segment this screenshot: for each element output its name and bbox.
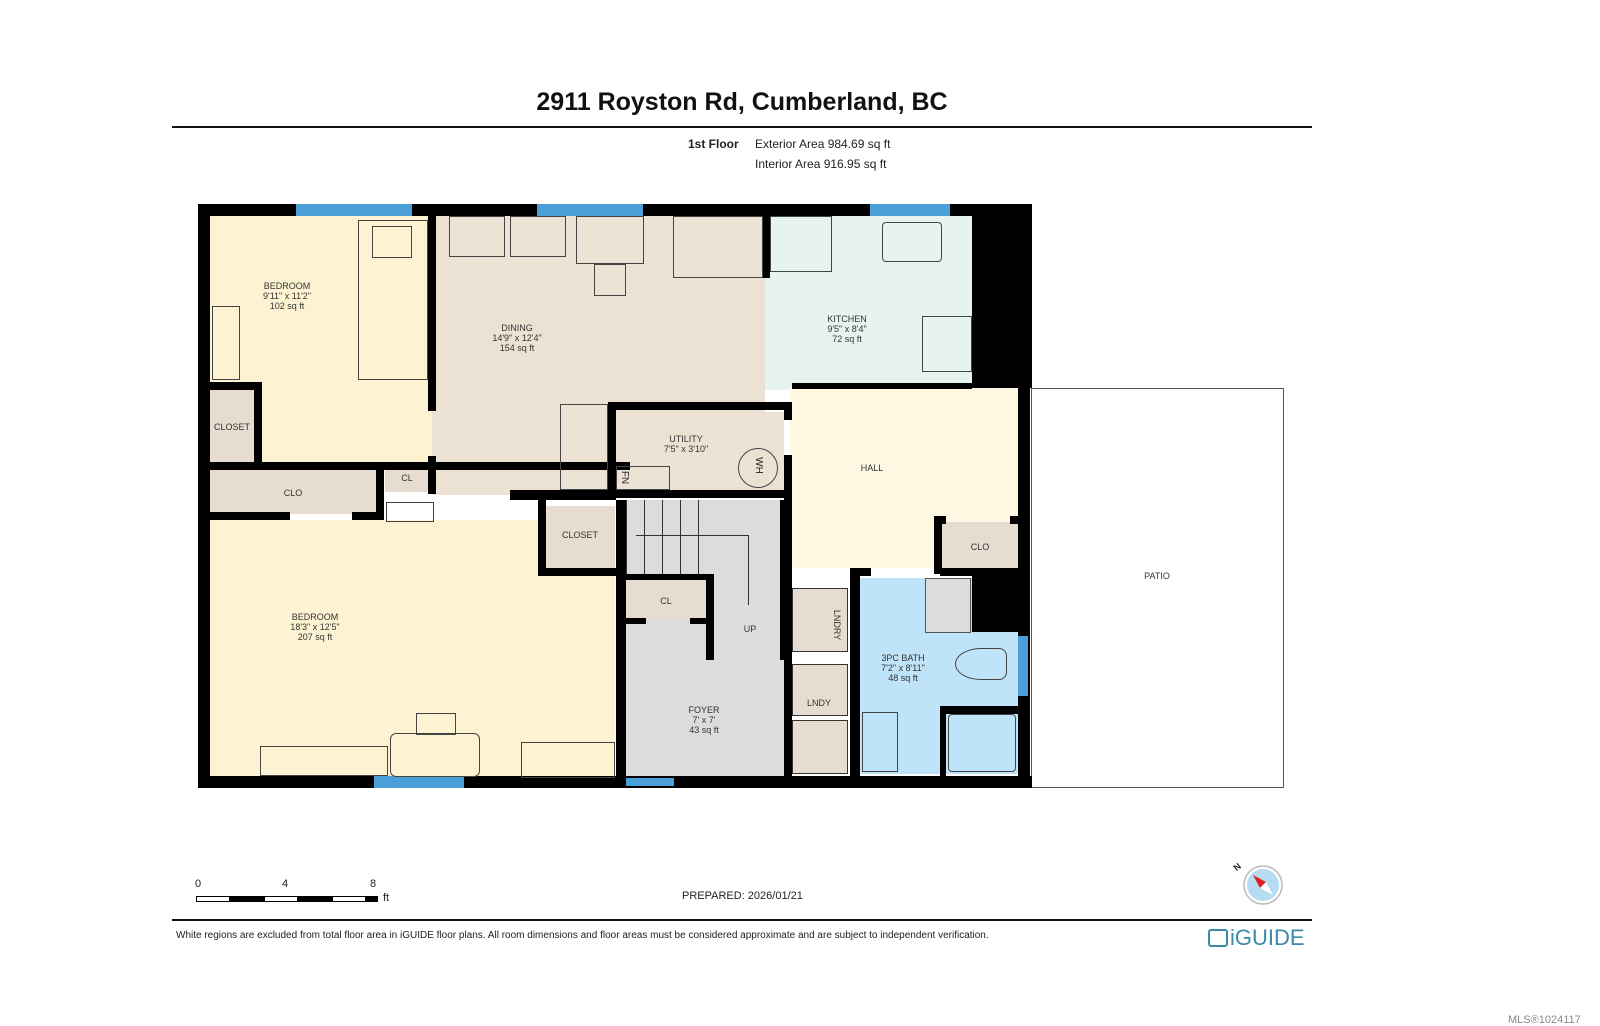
laundry-dryer xyxy=(792,588,848,652)
room-kitchen xyxy=(765,215,973,390)
label-patio: PATIO xyxy=(1144,571,1170,581)
sink xyxy=(882,222,942,262)
label-clo-2: CLO xyxy=(970,542,990,552)
stove xyxy=(922,316,972,372)
desk xyxy=(576,216,644,264)
window xyxy=(537,204,643,216)
furnace-label: FN xyxy=(619,470,631,485)
mls-number: MLS®1024117 xyxy=(1508,1014,1581,1026)
prepared-date: PREPARED: 2026/01/21 xyxy=(682,890,803,902)
header-divider xyxy=(172,126,1312,128)
dresser xyxy=(212,306,240,380)
label-laundry-2: LNDY xyxy=(806,698,832,708)
stair-arrow xyxy=(748,535,749,605)
room-closet-1 xyxy=(210,390,254,462)
floor-label: 1st Floor xyxy=(688,137,739,151)
label-clo-1: CLO xyxy=(283,488,303,498)
furnace xyxy=(616,466,670,490)
window xyxy=(870,204,950,216)
exterior-area: Exterior Area 984.69 sq ft xyxy=(755,137,891,151)
brand-logo: iGUIDE xyxy=(1208,925,1305,951)
window xyxy=(296,204,412,216)
room-foyer xyxy=(624,620,784,780)
scale-tick-8: 8 xyxy=(370,878,377,890)
room-clo-2 xyxy=(938,522,1018,570)
page-title: 2911 Royston Rd, Cumberland, BC xyxy=(536,88,948,116)
room-clo-1 xyxy=(210,470,376,514)
room-cl-2 xyxy=(626,580,706,618)
scale-tick-0: 0 xyxy=(195,878,202,890)
toilet xyxy=(955,648,1007,680)
vanity xyxy=(862,712,898,772)
scale-unit: ft xyxy=(383,892,390,904)
label-cl-1: CL xyxy=(401,473,413,483)
label-laundry-1: LNDRY xyxy=(832,609,843,641)
fridge xyxy=(770,216,832,272)
label-stairs-up: UP xyxy=(743,624,757,634)
chair xyxy=(594,264,626,296)
desk xyxy=(390,733,480,777)
footer-divider xyxy=(172,919,1312,921)
cabinet xyxy=(510,216,566,257)
bed xyxy=(358,220,428,380)
disclaimer: White regions are excluded from total fl… xyxy=(176,930,989,941)
label-closet-2: CLOSET xyxy=(561,530,599,540)
sofa xyxy=(673,216,763,278)
laundry-washer xyxy=(792,664,848,716)
step xyxy=(386,502,434,522)
label-cl-2: CL xyxy=(660,596,672,606)
window xyxy=(374,776,464,788)
room-patio xyxy=(1031,388,1284,788)
dresser xyxy=(521,742,615,778)
label-closet-1: CLOSET xyxy=(213,422,251,432)
pillow xyxy=(372,226,412,258)
water-heater xyxy=(738,448,778,488)
iguide-icon xyxy=(1208,929,1228,947)
interior-area: Interior Area 916.95 sq ft xyxy=(755,157,887,171)
water-heater-label: WH xyxy=(752,457,764,474)
cabinet xyxy=(449,216,505,257)
window xyxy=(626,778,674,786)
scale-tick-4: 4 xyxy=(282,878,289,890)
room-closet-2 xyxy=(545,506,615,570)
cabinet xyxy=(560,404,608,490)
bench xyxy=(260,746,388,776)
laundry-heater xyxy=(792,720,848,774)
label-hall: HALL xyxy=(860,463,884,473)
shower xyxy=(948,714,1016,772)
bath-cabinet xyxy=(925,578,971,633)
stair-treads xyxy=(626,500,716,574)
window xyxy=(1018,636,1028,696)
chair xyxy=(416,713,456,735)
stair-arrow xyxy=(636,535,748,536)
compass-icon xyxy=(1242,864,1284,906)
scale-bar xyxy=(196,896,230,902)
